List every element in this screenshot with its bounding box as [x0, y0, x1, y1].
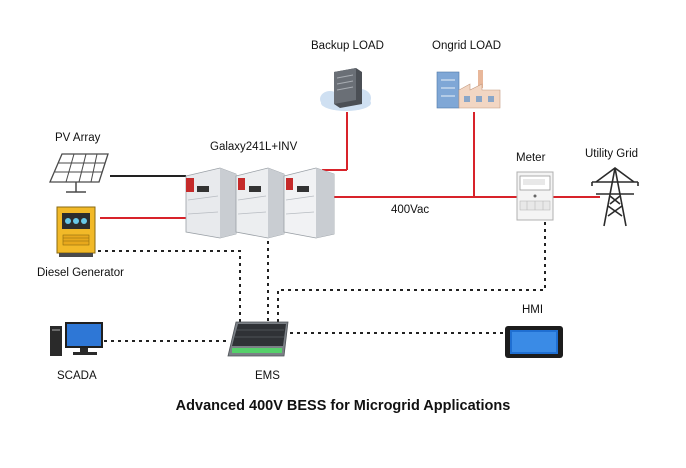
- cabinet-2: [235, 167, 285, 239]
- cabinet-1: [185, 167, 237, 239]
- hmi-icon: [505, 326, 563, 358]
- ems-label: EMS: [255, 370, 280, 382]
- meter-label: Meter: [516, 152, 546, 164]
- meter-icon: [516, 171, 554, 221]
- ongrid-load-label: Ongrid LOAD: [432, 40, 502, 52]
- communication-lines: [98, 222, 546, 342]
- power-lines: [100, 112, 600, 219]
- backup-load-icon: [320, 68, 371, 111]
- diesel-generator-label: Diesel Generator: [37, 267, 124, 279]
- scada-label: SCADA: [57, 370, 97, 382]
- pv-array-label: PV Array: [55, 132, 101, 144]
- inverter-label: Galaxy241L+INV: [210, 141, 298, 153]
- comm-meter-ems: [277, 222, 546, 322]
- bus-voltage-label: 400Vac: [391, 204, 430, 216]
- ongrid-load-icon: [436, 70, 501, 109]
- hmi-label: HMI: [522, 304, 544, 316]
- ems-icon: [227, 321, 289, 357]
- utility-grid-icon: [591, 167, 639, 227]
- diagram-caption: Advanced 400V BESS for Microgrid Applica…: [175, 398, 511, 414]
- inverter-cabinets-icon: [185, 167, 335, 239]
- diesel-generator-icon: [56, 206, 96, 257]
- pv-array-icon: [49, 153, 109, 193]
- backup-load-label: Backup LOAD: [311, 40, 384, 52]
- scada-icon: [50, 322, 103, 356]
- cabinet-3: [283, 167, 335, 239]
- comm-generator-ems: [98, 250, 241, 322]
- utility-grid-label: Utility Grid: [585, 148, 639, 160]
